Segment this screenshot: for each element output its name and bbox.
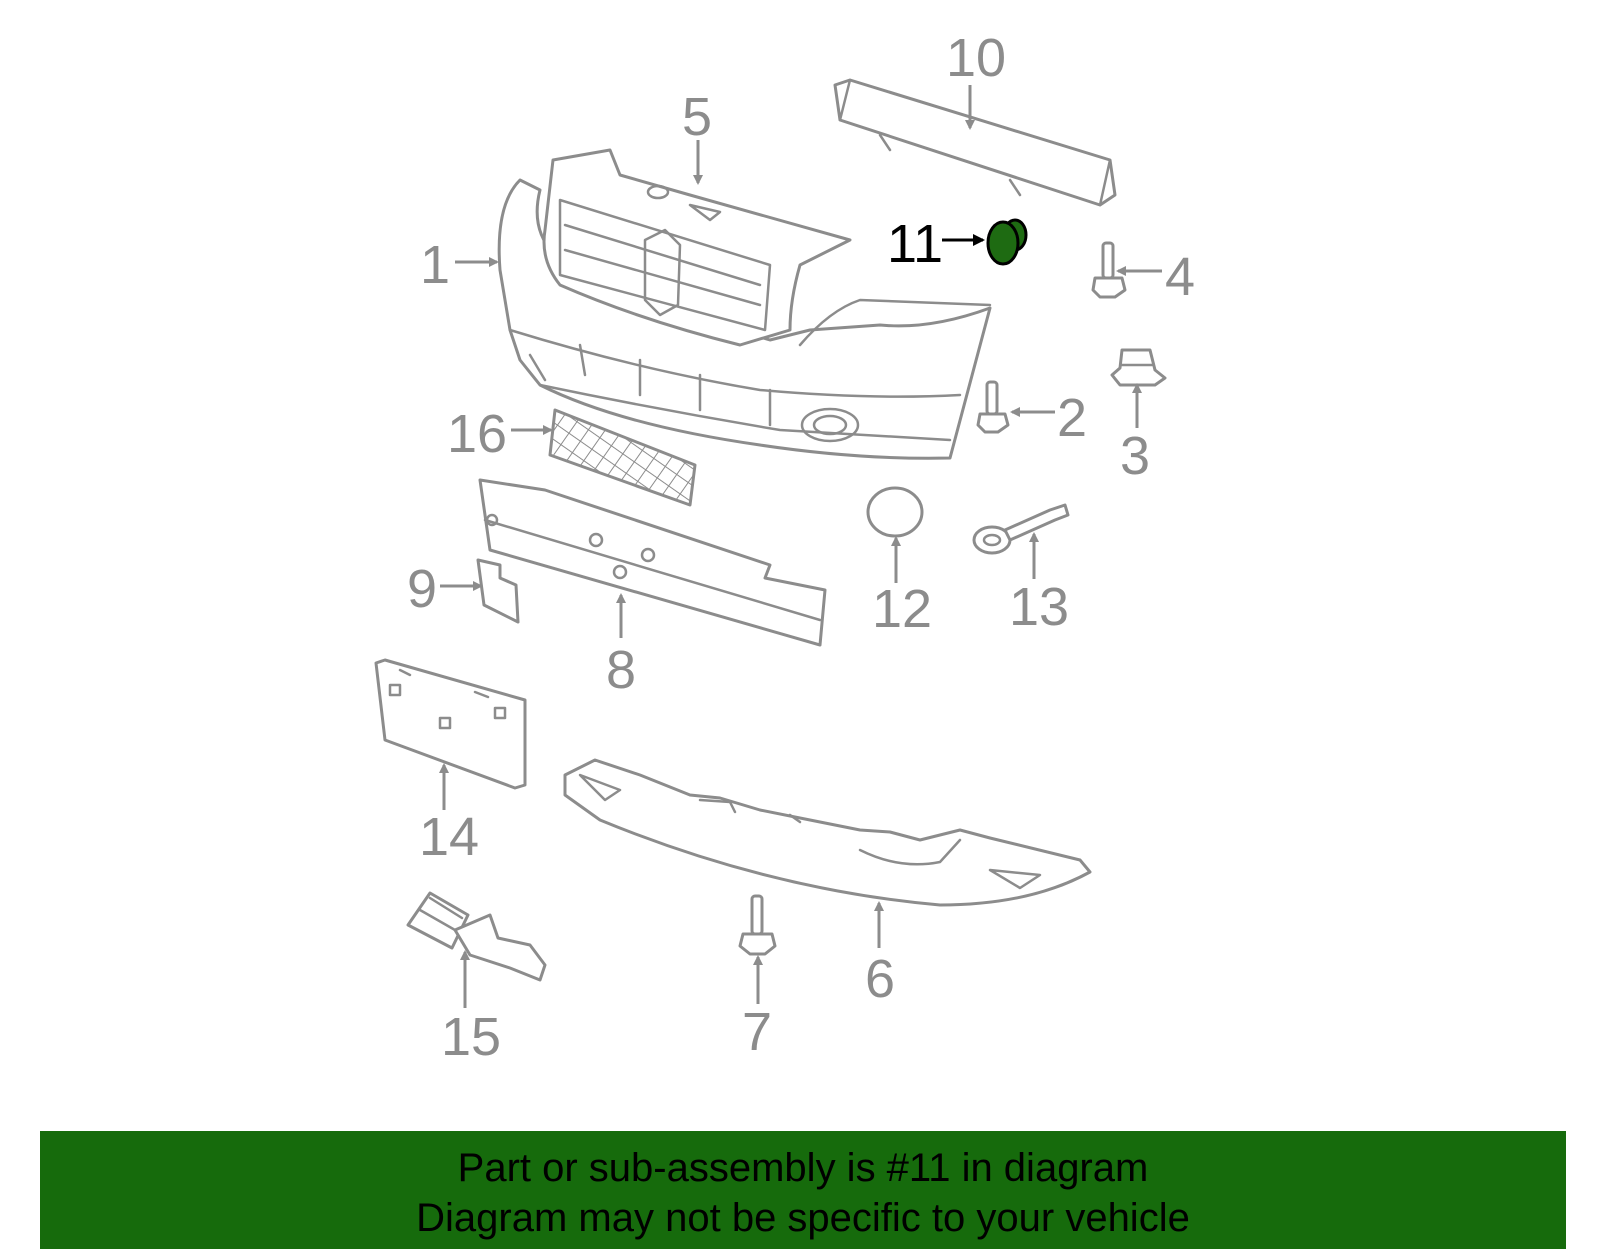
clip-nut-part <box>1110 348 1167 387</box>
callout-5: 5 <box>682 87 712 147</box>
small-bracket-part <box>476 558 520 624</box>
callout-11: 11 <box>887 214 943 274</box>
air-dam-part <box>563 758 1092 907</box>
callout-8: 8 <box>606 640 636 700</box>
callout-7: 7 <box>742 1002 772 1062</box>
banner-line-disclaimer: Diagram may not be specific to your vehi… <box>416 1196 1190 1240</box>
callout-15: 15 <box>441 1007 501 1067</box>
callout-2: 2 <box>1057 388 1087 448</box>
callout-16: 16 <box>447 404 507 464</box>
banner-line-part: Part or sub-assembly is #11 in diagram <box>457 1146 1149 1190</box>
sensor-part <box>406 891 547 982</box>
parts-diagram: 1 2 3 4 5 6 7 8 9 10 11 12 13 14 15 16 <box>374 28 1195 1067</box>
bolt-4-part <box>1091 241 1127 299</box>
callout-1: 1 <box>420 235 450 295</box>
info-banner: Part or sub-assembly is #11 in diagram D… <box>40 1131 1566 1249</box>
grille-part <box>542 148 852 347</box>
callout-10: 10 <box>946 28 1006 88</box>
tow-hook-part <box>972 503 1070 555</box>
callout-6: 6 <box>865 949 895 1009</box>
callout-9: 9 <box>407 559 437 619</box>
leader-arrows <box>439 85 1162 1008</box>
callout-12: 12 <box>872 579 932 639</box>
bolt-7-part <box>738 894 777 956</box>
callout-14: 14 <box>419 807 479 867</box>
callout-13: 13 <box>1009 577 1069 637</box>
lower-mesh-part <box>548 408 697 507</box>
callout-4: 4 <box>1165 247 1195 307</box>
push-pin-part-highlighted[interactable] <box>986 218 1028 266</box>
upper-reinforcement-part <box>833 78 1117 207</box>
lower-beam-part <box>478 478 827 647</box>
bolt-2-part <box>976 380 1010 434</box>
callout-3: 3 <box>1120 426 1150 486</box>
bumper-fascia-part <box>497 178 992 460</box>
license-bracket-part <box>374 658 527 790</box>
tow-cap-part <box>866 486 924 538</box>
